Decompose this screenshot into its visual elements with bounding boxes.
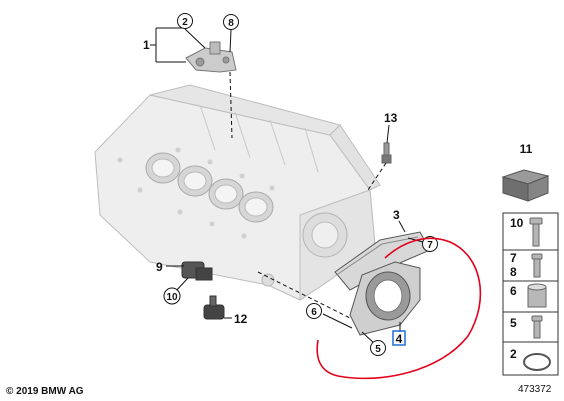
legend-label-8: 8	[510, 265, 517, 279]
callout-6: 6	[311, 307, 317, 318]
small-bolt-icon	[531, 315, 543, 339]
engine-block-illustration	[94, 84, 381, 301]
leader-lines	[150, 27, 424, 346]
callout-8-circle	[223, 14, 239, 30]
legend-label-6: 6	[510, 284, 517, 298]
legend-label-2: 2	[510, 347, 517, 361]
knock-sensor	[181, 261, 213, 281]
sensor-part	[381, 142, 392, 164]
callout-12: 12	[234, 312, 248, 326]
callout-9: 9	[156, 260, 163, 274]
callout-7: 7	[427, 240, 433, 251]
callout-6-circle	[306, 303, 322, 319]
callout-10: 10	[166, 292, 178, 303]
callout-5: 5	[375, 344, 381, 355]
callout-4: 4	[396, 332, 403, 346]
callout-13: 13	[384, 111, 398, 125]
callout-5-circle	[370, 340, 386, 356]
seal-carrier	[349, 261, 421, 336]
legend-box-7-8	[502, 249, 559, 282]
callout-7-circle	[422, 236, 438, 252]
callout-1: 1	[143, 38, 150, 52]
bushing-icon	[527, 283, 547, 308]
screw-icon	[531, 253, 543, 278]
legend-label-11: 11	[520, 142, 533, 156]
bolt-icon	[529, 217, 543, 247]
callout-2: 2	[182, 17, 188, 28]
legend-box-5	[502, 311, 559, 343]
callout-2-circle	[177, 13, 193, 29]
legend-label-7: 7	[510, 251, 517, 265]
callout-4-highlight	[392, 330, 406, 346]
callout-10-circle	[163, 287, 181, 305]
position-sensor	[203, 295, 225, 320]
legend-label-5: 5	[510, 316, 517, 330]
diagram-reference-number: 473372	[518, 384, 552, 395]
legend-stack: 10 7 8 6 5 2	[502, 212, 559, 376]
copyright-text: © 2019 BMW AG	[6, 386, 84, 397]
cube-icon	[501, 169, 550, 202]
legend-label-10: 10	[510, 216, 524, 230]
legend-part-11: 11	[501, 142, 550, 202]
o-ring-icon	[523, 353, 551, 371]
engine-mount-bracket	[185, 41, 237, 73]
callout-3: 3	[393, 208, 400, 222]
red-annotation-loop	[316, 237, 482, 380]
callout-8: 8	[228, 18, 234, 29]
callouts: 1 2 8 13 3 7 9 10 12 6 5 4	[143, 13, 438, 356]
